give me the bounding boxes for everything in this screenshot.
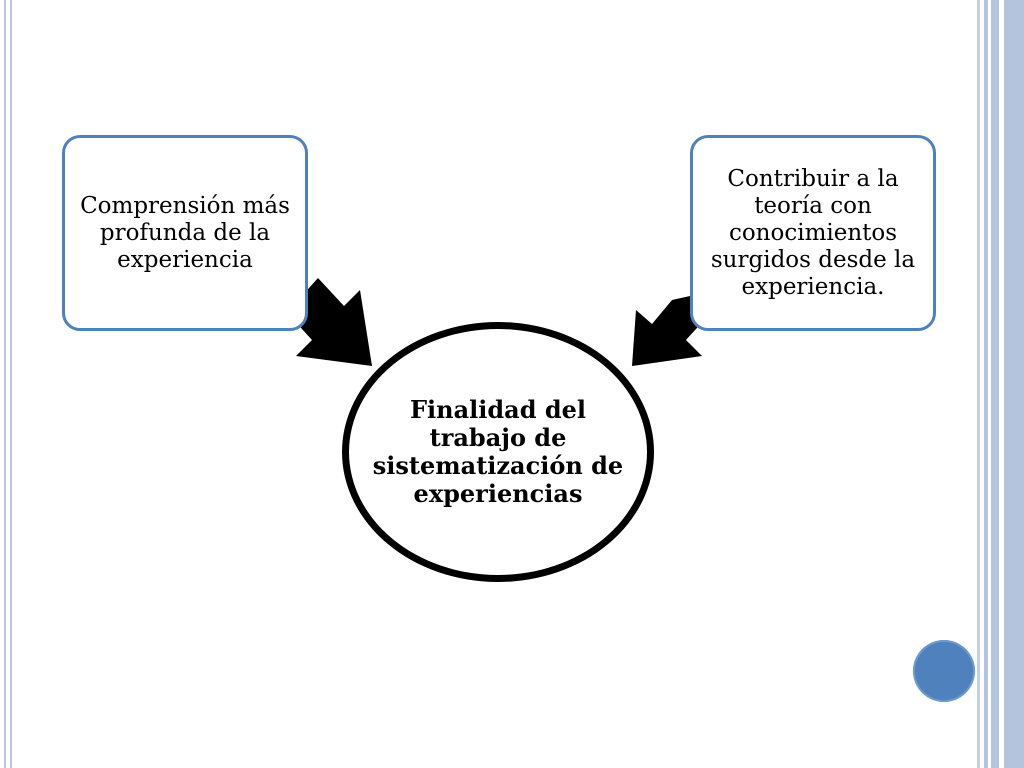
center-ellipse: Finalidad del trabajo de sistematización…	[342, 322, 654, 582]
right-arrow	[632, 296, 706, 366]
right-box-text: Contribuir a la teoría con conocimientos…	[710, 165, 916, 300]
right-stripe	[991, 0, 999, 768]
center-ellipse-text: Finalidad del trabajo de sistematización…	[372, 395, 624, 508]
left-border-line	[4, 0, 6, 768]
right-stripe	[984, 0, 988, 768]
left-box: Comprensión más profunda de la experienc…	[62, 135, 308, 331]
right-stripe	[1004, 0, 1024, 768]
circle-icon	[913, 640, 975, 702]
left-border-line	[10, 0, 12, 768]
right-stripe	[977, 0, 980, 768]
right-box: Contribuir a la teoría con conocimientos…	[690, 135, 936, 331]
left-arrow	[292, 278, 372, 366]
left-box-text: Comprensión más profunda de la experienc…	[80, 192, 290, 273]
